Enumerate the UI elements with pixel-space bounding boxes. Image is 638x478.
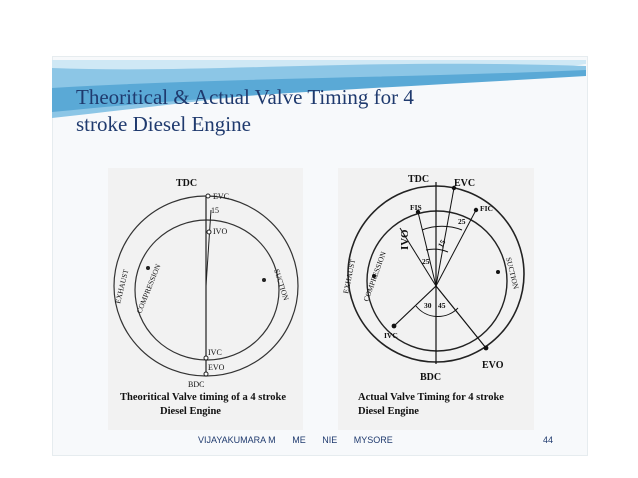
fis-label: FIS [410,203,422,212]
exhaust-label: EXHAUST [341,258,357,295]
theoretical-caption-line-1: Theoritical Valve timing of a 4 stroke [120,392,287,403]
tdc-label: TDC [176,178,197,189]
ivc-marker [391,323,397,329]
suction-label: SUCTION [272,268,291,302]
ivc-label: IVC [384,331,398,340]
compression-label: COMPRESSION [361,250,388,303]
angle-25-left-label: 25 [422,257,430,266]
footer-author: VIJAYAKUMARA M [198,435,276,445]
bdc-label: BDC [188,380,204,389]
header-wave-decoration [52,60,586,118]
fic-label: FIC [480,204,493,213]
theoretical-valve-timing-figure: TDC EVC 15 IVO IVC EVO BDC EXHAUST COMPR… [108,168,303,430]
angle-25-top-label: 25 [458,217,466,226]
ivo-label: IVO [213,227,227,236]
bdc-arc [415,305,459,318]
evc-label: EVC [454,178,475,189]
angle-15-label: 15 [211,206,219,215]
fic-marker [473,207,479,213]
footer-dept: ME [292,435,306,445]
ivc-marker [203,355,209,361]
slide-footer: VIJAYAKUMARA M ME NIE MYSORE [198,435,407,445]
actual-caption: Actual Valve Timing for 4 stroke Diesel … [338,391,534,419]
evc-radius [435,187,455,287]
theoretical-caption-line-2: Diesel Engine [160,406,221,417]
ivo-radius [399,227,437,287]
evc-marker [451,185,457,191]
fis-marker [415,209,421,215]
angle-30-label: 30 [424,301,432,310]
ivo-marker [206,229,212,235]
actual-valve-timing-figure: TDC EVC FIS FIC 25 15 25 IVO 30 45 IVC E… [338,168,534,430]
exhaust-label: EXHAUST [113,268,130,305]
fic-radius [435,209,477,287]
slide-title-line-2: stroke Diesel Engine [76,112,251,136]
page-number: 44 [543,435,554,445]
tdc-label: TDC [408,174,429,185]
evo-radius [435,285,487,349]
ivc-label: IVC [208,348,222,357]
inner-circle [366,210,508,352]
suction-marker [262,278,266,282]
evc-label: EVC [213,192,229,201]
compression-label: COMPRESSION [135,262,163,315]
fuel-injection-arc [421,225,463,231]
evo-label: EVO [482,360,504,371]
evo-marker [483,345,489,351]
ivc-radius [393,285,437,327]
actual-caption-line-1: Actual Valve Timing for 4 stroke [358,392,504,403]
fis-radius [417,211,437,287]
evo-marker [203,371,209,377]
footer-city: MYSORE [353,435,393,445]
footer-institute: NIE [322,435,338,445]
angle-45-label: 45 [438,301,446,310]
evo-label: EVO [208,363,225,372]
inner-circle [134,219,280,361]
evc-radius [205,209,212,287]
actual-caption-line-2: Diesel Engine [358,406,419,417]
angle-15-label: 15 [436,238,448,249]
slide-title-line-1: Theoritical & Actual Valve Timing for 4 [76,85,414,109]
overlap-arc [425,248,449,253]
theoretical-caption: Theoritical Valve timing of a 4 stroke D… [108,391,303,419]
compression-marker [372,274,376,278]
bdc-label: BDC [420,372,441,383]
suction-marker [496,270,500,274]
evc-marker [205,193,211,199]
compression-marker [146,266,150,270]
ivo-label: IVO [399,229,411,250]
slide-title: Theoritical & Actual Valve Timing for 4 … [76,84,556,138]
